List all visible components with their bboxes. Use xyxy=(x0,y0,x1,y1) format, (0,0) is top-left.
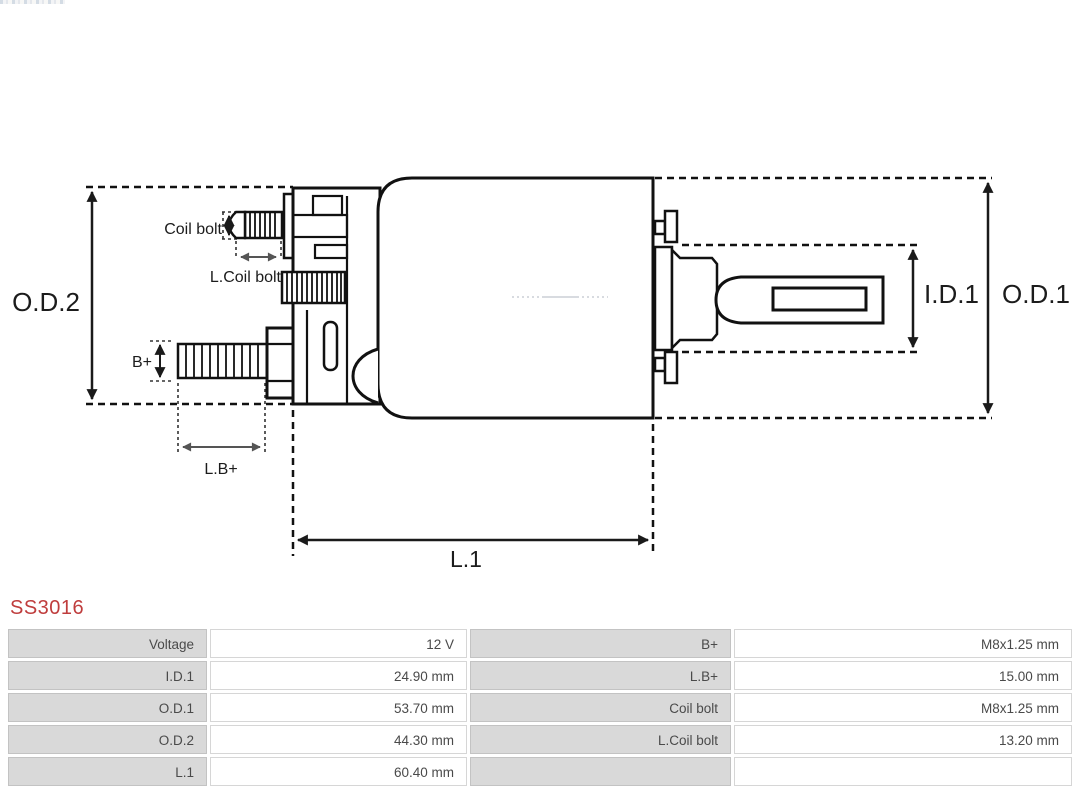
spec-value-cell xyxy=(734,757,1072,786)
spec-value-cell: M8x1.25 mm xyxy=(734,629,1072,658)
dimension-extension-ticks xyxy=(150,211,282,452)
hex-nut xyxy=(265,326,295,400)
rear-bolts xyxy=(653,209,679,385)
plunger-slot xyxy=(771,286,868,312)
cropped-logo-artifact xyxy=(0,0,65,4)
washer xyxy=(322,320,339,372)
dim-label-od1: O.D.1 xyxy=(1002,279,1070,309)
spec-label-cell: I.D.1 xyxy=(8,661,207,690)
dim-label-id1: I.D.1 xyxy=(924,279,979,309)
dimension-arrows-gray xyxy=(182,252,277,452)
part-code-link[interactable]: SS3016 xyxy=(10,597,85,619)
spec-value-cell: 15.00 mm xyxy=(734,661,1072,690)
spec-label-cell: Coil bolt xyxy=(470,693,731,722)
spec-label-cell: B+ xyxy=(470,629,731,658)
solenoid-body xyxy=(376,176,655,420)
dim-label-lbplus: L.B+ xyxy=(204,461,237,478)
spec-value-cell: 44.30 mm xyxy=(210,725,467,754)
spec-label-cell xyxy=(470,757,731,786)
spec-value-cell: 24.90 mm xyxy=(210,661,467,690)
dim-label-od2: O.D.2 xyxy=(12,287,80,317)
dim-label-bplus: B+ xyxy=(132,354,152,371)
spec-value-cell: 13.20 mm xyxy=(734,725,1072,754)
spec-label-cell: L.B+ xyxy=(470,661,731,690)
dim-label-coil-bolt: Coil bolt xyxy=(164,221,222,238)
dim-label-lcoil-bolt: L.Coil bolt xyxy=(210,269,282,286)
b-plus-stud xyxy=(176,326,295,400)
spec-value-cell: 53.70 mm xyxy=(210,693,467,722)
spec-label-cell: L.1 xyxy=(8,757,207,786)
dim-label-l1: L.1 xyxy=(450,546,482,572)
spec-label-cell: L.Coil bolt xyxy=(470,725,731,754)
spec-label-cell: O.D.1 xyxy=(8,693,207,722)
spec-value-cell: M8x1.25 mm xyxy=(734,693,1072,722)
plunger xyxy=(714,275,885,325)
spec-label-cell: O.D.2 xyxy=(8,725,207,754)
spec-value-cell: 60.40 mm xyxy=(210,757,467,786)
shaft-flange xyxy=(653,245,719,352)
solenoid-dimension-diagram: O.D.2 O.D.1 I.D.1 L.1 Coil bolt L.Coil b… xyxy=(12,176,1070,572)
coil-bolt-stud xyxy=(227,210,284,240)
dimension-extent-lines xyxy=(86,176,992,556)
dimension-arrows xyxy=(86,181,994,546)
spec-table: Voltage 12 V B+ M8x1.25 mm I.D.1 24.90 m… xyxy=(8,629,1072,786)
spec-value-cell: 12 V xyxy=(210,629,467,658)
spec-label-cell: Voltage xyxy=(8,629,207,658)
cap-corner-cutout xyxy=(351,347,379,405)
coil-terminal-thread xyxy=(280,270,347,305)
